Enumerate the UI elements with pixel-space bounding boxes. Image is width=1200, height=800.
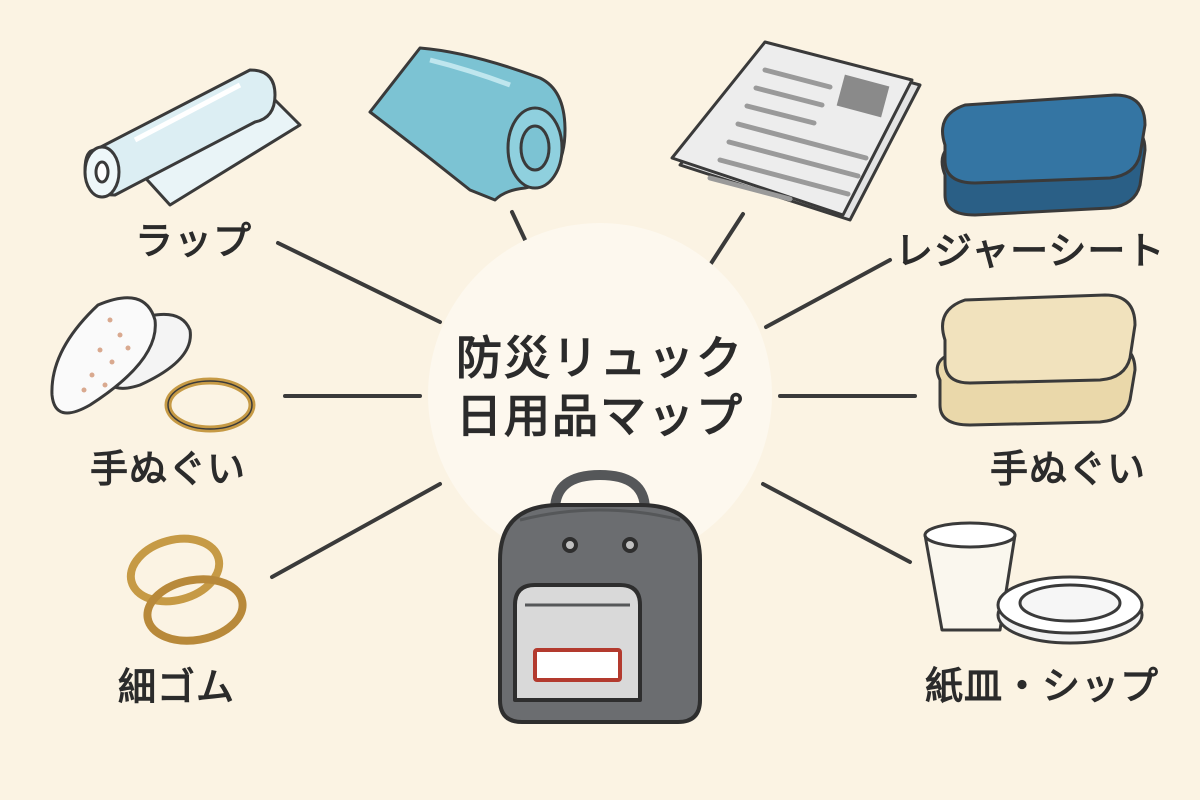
connector-lines [270,210,917,579]
sanitary-pad-icon [50,296,192,415]
label-rubber-band: 細ゴム [118,665,236,709]
label-paper-plate-cup: 紙皿・シップ [925,664,1160,708]
diagram-title: 防災リュック 日用品マップ [430,330,770,445]
label-wrap: ラップ [135,219,253,263]
title-line-2: 日用品マップ [456,388,744,443]
rubber-bands-icon [126,534,247,645]
backpack-icon [498,470,702,724]
label-leisure-sheet: レジャーシート [895,229,1166,273]
paper-cup-plate-icon [923,521,1144,645]
center-circle [428,223,772,567]
label-towel-right: 手ぬぐい [990,447,1147,491]
plastic-wrap-icon [83,68,302,207]
rubber-band-outline [167,380,253,430]
beige-towel-icon [935,293,1137,427]
newspaper-icon [670,40,922,222]
leisure-sheet-icon [940,93,1147,217]
title-line-1: 防災リュック [456,331,744,385]
label-towel-left: 手ぬぐい [90,447,247,491]
blue-towel-icon [368,46,567,202]
